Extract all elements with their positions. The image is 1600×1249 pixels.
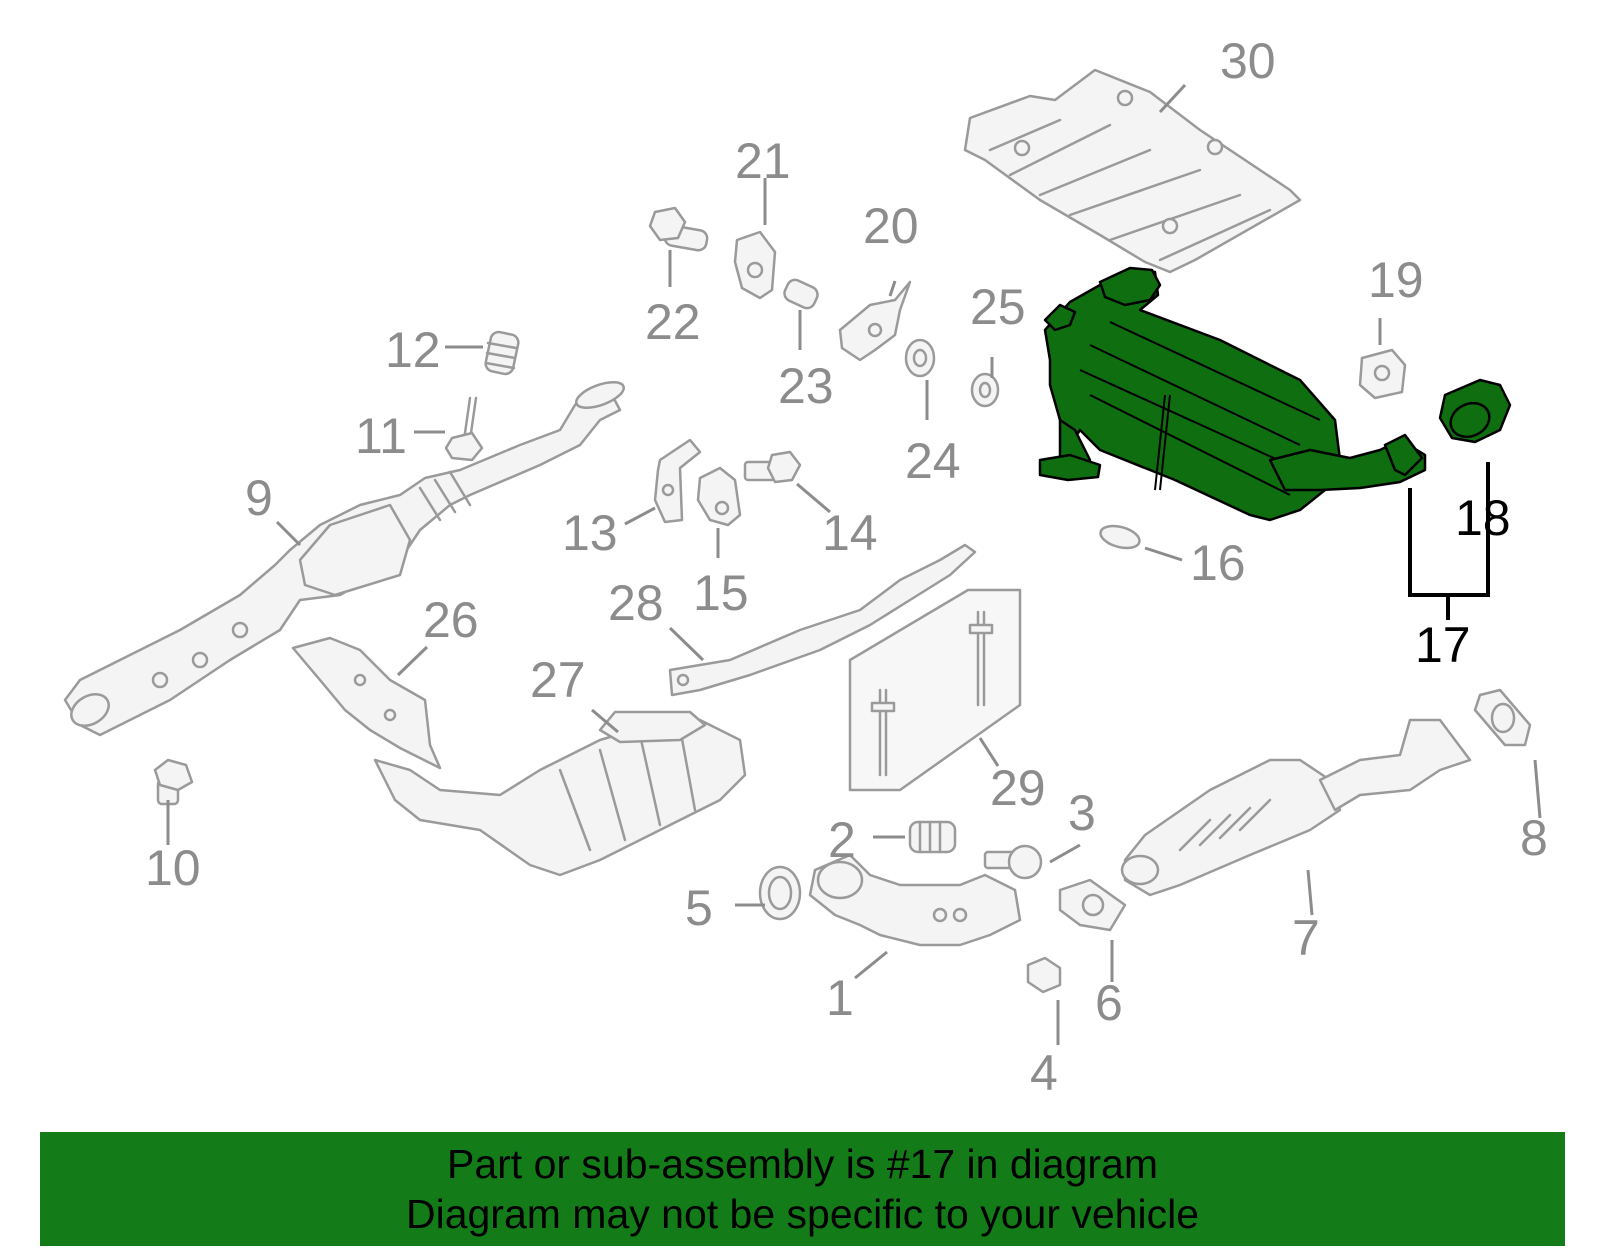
callout-28: 28: [608, 575, 664, 631]
callout-20: 20: [863, 198, 919, 254]
callout-30: 30: [1220, 33, 1276, 89]
part-30-heat-shield[interactable]: [963, 68, 1302, 274]
part-18-exhaust-tip[interactable]: [1438, 378, 1512, 444]
part-15-hanger[interactable]: [696, 466, 742, 527]
part-24-washer[interactable]: [904, 338, 936, 378]
callout-4: 4: [1030, 1045, 1058, 1101]
part-4-nut[interactable]: [1026, 956, 1062, 994]
part-25-washer[interactable]: [970, 372, 1000, 408]
callout-8: 8: [1520, 810, 1548, 866]
banner-line-disclaimer: Diagram may not be specific to your vehi…: [405, 1191, 1199, 1237]
part-12-spring[interactable]: [484, 330, 520, 376]
callout-5: 5: [685, 880, 713, 936]
banner-line-part-number: Part or sub-assembly is #17 in diagram: [447, 1141, 1158, 1187]
info-banner: Part or sub-assembly is #17 in diagram D…: [40, 1132, 1565, 1246]
callout-16: 16: [1190, 535, 1246, 591]
part-13-bracket[interactable]: [653, 438, 702, 524]
part-28-bracket[interactable]: [668, 543, 977, 697]
part-8-gasket[interactable]: [1473, 688, 1532, 747]
part-22-bolt[interactable]: [648, 206, 709, 252]
callout-23: 23: [778, 358, 834, 414]
part-21-hanger[interactable]: [733, 230, 777, 300]
callout-29: 29: [990, 760, 1046, 816]
callout-18: 18: [1455, 490, 1511, 546]
part-7-catalytic-converter[interactable]: [1120, 718, 1472, 897]
callout-12: 12: [385, 322, 441, 378]
part-26-heat-shield[interactable]: [291, 636, 442, 770]
callout-21: 21: [735, 133, 791, 189]
part-2-spring[interactable]: [908, 820, 957, 854]
part-5-gasket[interactable]: [758, 865, 802, 921]
leader-lines: [166, 83, 1542, 1045]
callout-19: 19: [1368, 252, 1424, 308]
part-27-heat-shield[interactable]: [373, 710, 747, 877]
callout-25: 25: [970, 279, 1026, 335]
callout-labels: 30 19 25 24 20 21 22 23 12 11 9 13 15 14…: [145, 33, 1548, 1101]
part-1-front-pipe[interactable]: [808, 853, 1022, 947]
part-23-sleeve[interactable]: [782, 277, 820, 310]
part-14-bolt[interactable]: [743, 450, 802, 484]
callout-3: 3: [1068, 785, 1096, 841]
callout-26: 26: [423, 592, 479, 648]
callout-11: 11: [355, 408, 407, 464]
callout-9: 9: [245, 470, 273, 526]
callout-14: 14: [822, 505, 878, 561]
part-10-bolt[interactable]: [153, 758, 194, 806]
callout-10: 10: [145, 840, 201, 896]
callout-27: 27: [530, 652, 586, 708]
callout-24: 24: [905, 433, 961, 489]
callout-22: 22: [645, 294, 701, 350]
callout-6: 6: [1095, 975, 1123, 1031]
part-3-bolt[interactable]: [983, 844, 1043, 880]
callout-7: 7: [1292, 910, 1320, 966]
part-20-bracket[interactable]: [838, 280, 912, 362]
callout-2: 2: [828, 812, 856, 868]
callout-17: 17: [1415, 617, 1471, 673]
part-19-hanger[interactable]: [1358, 348, 1407, 400]
callout-15: 15: [693, 565, 749, 621]
part-16-gasket[interactable]: [1098, 522, 1142, 552]
callout-13: 13: [562, 505, 618, 561]
callout-1: 1: [826, 970, 854, 1026]
part-29-stud-bolts[interactable]: [848, 588, 1022, 792]
part-9-front-pipe[interactable]: [63, 377, 627, 737]
part-6-gasket[interactable]: [1058, 878, 1127, 932]
part-17-muffler-assembly[interactable]: [1038, 266, 1427, 522]
part-11-bolt[interactable]: [444, 396, 484, 462]
